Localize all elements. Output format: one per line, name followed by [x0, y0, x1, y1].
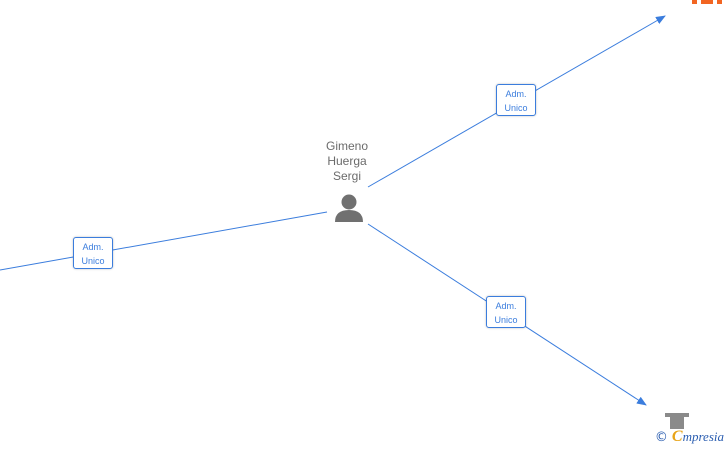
person-name[interactable]: Gimeno Huerga Sergi: [312, 139, 382, 184]
person-icon[interactable]: [335, 194, 363, 223]
brand-initial: C: [671, 428, 683, 445]
person-name-line-3: Sergi: [332, 169, 361, 183]
building-icon-bottom-right[interactable]: [665, 413, 689, 429]
edge-label-bottom-right[interactable]: Adm. Unico: [486, 296, 526, 328]
empresia-watermark: ©Cmpresia: [655, 428, 724, 446]
brand-name: mpresia: [682, 429, 724, 444]
edge-label-role-detail: Unico: [504, 103, 528, 113]
edge-label-role-detail: Unico: [81, 256, 105, 266]
edge-label-role: Adm.: [495, 301, 517, 311]
person-name-line-2: Huerga: [327, 154, 367, 168]
edge-label-role: Adm.: [505, 89, 527, 99]
edge-label-role-detail: Unico: [494, 315, 518, 325]
copyright-symbol: ©: [654, 430, 668, 445]
building-icon-top-right[interactable]: [692, 0, 722, 4]
person-name-line-1: Gimeno: [325, 139, 369, 153]
edge-label-left[interactable]: Adm. Unico: [73, 237, 113, 269]
edge-line-left: [0, 211, 328, 271]
edge-label-top-right[interactable]: Adm. Unico: [496, 84, 536, 116]
edge-label-role: Adm.: [82, 242, 104, 252]
